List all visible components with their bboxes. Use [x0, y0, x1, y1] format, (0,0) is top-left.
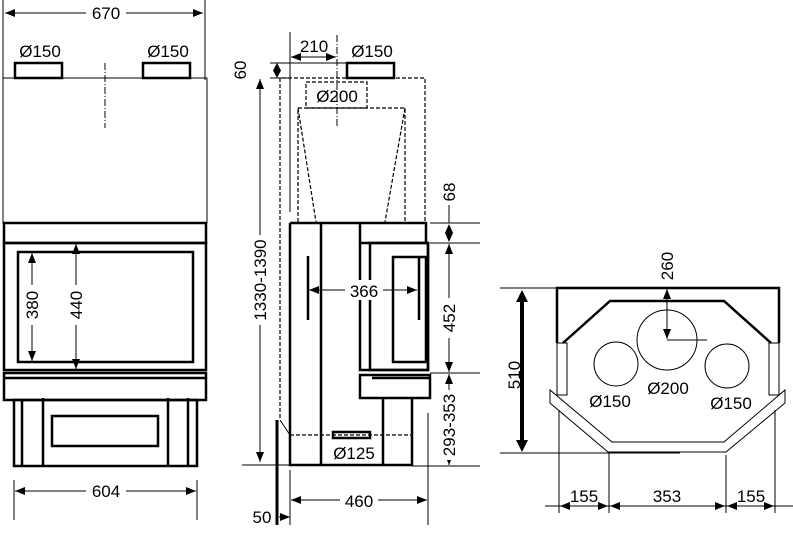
hearth-plate [549, 388, 786, 453]
collar-label: Ø200 [316, 87, 358, 106]
base-height-label: 293-353 [440, 394, 459, 456]
total-height-label: 1330-1390 [251, 239, 270, 320]
base-panel [50, 414, 160, 448]
collar-offset-label: 260 [658, 252, 677, 280]
offset-label: 210 [300, 37, 328, 56]
side-right-label: 155 [737, 487, 765, 506]
opening-height-label: 440 [67, 291, 86, 319]
side-left-label: 155 [570, 487, 598, 506]
flue-outlet-right [141, 61, 192, 80]
center-label: 353 [653, 487, 681, 506]
flue-outlet-left [13, 61, 64, 80]
width-top-label: 670 [92, 4, 120, 23]
front-view: 670 Ø150 Ø150 380 440 604 [2, 0, 208, 520]
door-frame [2, 241, 208, 372]
top-flue-right-label: Ø150 [710, 394, 752, 413]
wall-offset-label: 50 [253, 508, 272, 527]
base-stand [12, 398, 199, 468]
flue-left-label: Ø150 [19, 42, 61, 61]
side-view: 210 Ø150 60 Ø200 1330-1390 366 Ø125 [231, 32, 480, 527]
glass-panel [16, 250, 195, 364]
depth-label: 460 [345, 492, 373, 511]
clearance-marker [273, 63, 281, 78]
glass-height-label: 380 [23, 291, 42, 319]
flue-right-label: Ø150 [147, 42, 189, 61]
air-inlet [331, 430, 372, 440]
top-depth-label: 510 [505, 361, 524, 389]
width-base-label: 604 [92, 482, 120, 501]
side-plinth [358, 373, 432, 400]
top-clearance-label: 60 [231, 61, 250, 80]
top-flue-left-label: Ø150 [589, 392, 631, 411]
top-band [2, 221, 208, 245]
door-width-label: 366 [350, 282, 378, 301]
top-view: 510 260 Ø150 Ø200 Ø150 155 353 155 [500, 252, 793, 513]
top-collar-label: Ø200 [647, 379, 689, 398]
flue-left-circle [593, 341, 639, 387]
side-flue-label: Ø150 [351, 42, 393, 61]
side-glass [391, 255, 428, 364]
door-height-label: 452 [440, 304, 459, 332]
air-inlet-label: Ø125 [333, 444, 375, 463]
side-flue-outlet [345, 61, 396, 80]
flue-right-circle [704, 343, 750, 389]
band-height-label: 68 [440, 183, 459, 202]
